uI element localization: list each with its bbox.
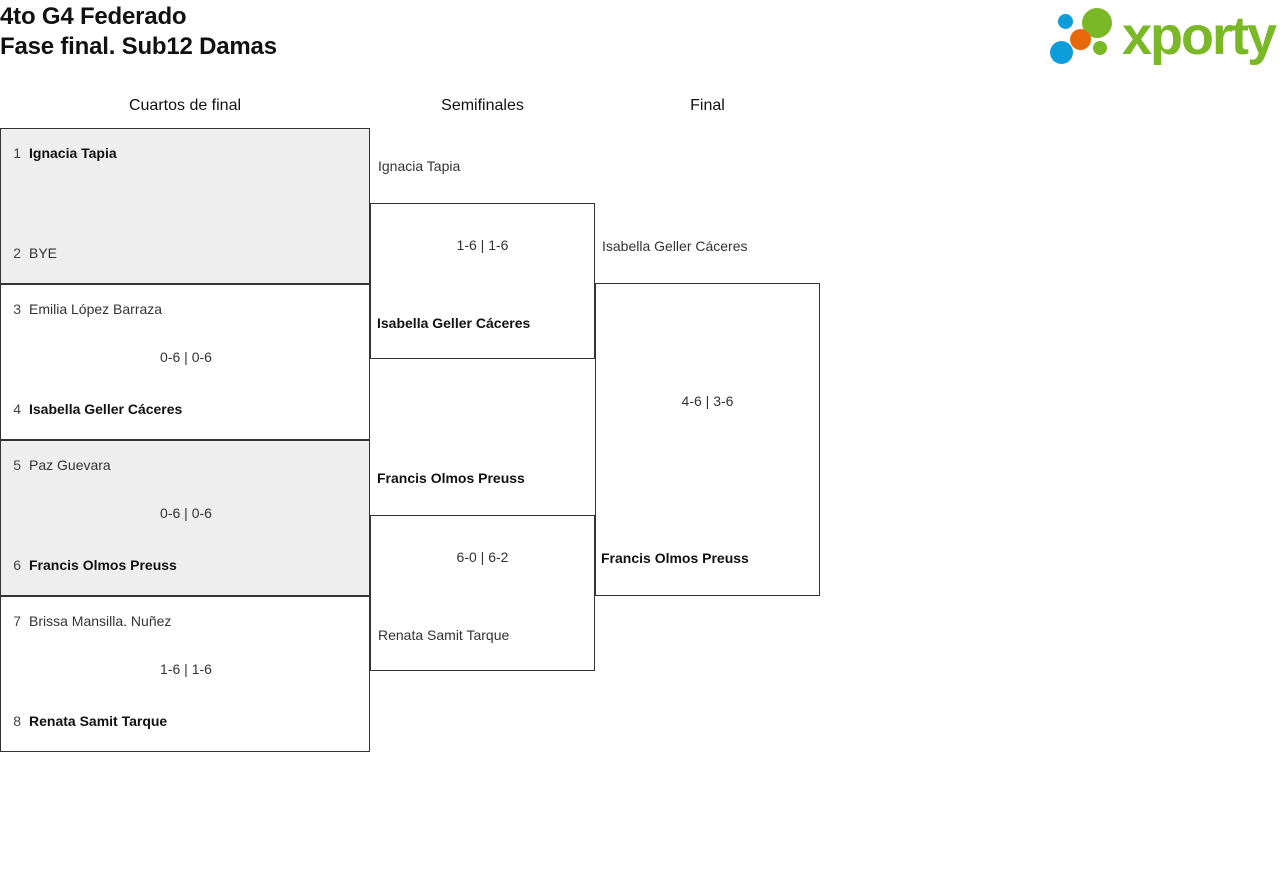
player-seed: 6: [13, 557, 21, 573]
match-player-top: Isabella Geller Cáceres: [602, 238, 748, 254]
xporty-logo[interactable]: xporty: [1050, 4, 1278, 70]
match-player-top: 1 Ignacia Tapia: [1, 143, 371, 163]
match-player-bottom: 2 BYE: [1, 243, 371, 263]
round-header-quarterfinals: Cuartos de final: [128, 97, 242, 114]
match-player-top: Francis Olmos Preuss: [377, 470, 525, 486]
round-header-semifinals: Semifinales: [441, 97, 524, 114]
match-final[interactable]: Isabella Geller Cáceres 4-6 | 3-6 Franci…: [595, 238, 820, 596]
logo-dots-icon: [1050, 8, 1128, 68]
logo-wordmark: xporty: [1122, 6, 1277, 66]
match-score: 4-6 | 3-6: [681, 393, 734, 409]
match-score: 0-6 | 0-6: [160, 505, 212, 521]
match-score: 1-6 | 1-6: [160, 661, 212, 677]
match-semifinal-1[interactable]: Ignacia Tapia 1-6 | 1-6 Isabella Geller …: [370, 158, 595, 359]
match-player-top: 5 Paz Guevara: [1, 455, 371, 475]
player-seed: 8: [13, 713, 21, 729]
match-player-top: 7 Brissa Mansilla. Nuñez: [1, 611, 371, 631]
player-seed: 1: [13, 145, 21, 161]
player-name: Ignacia Tapia: [29, 145, 117, 161]
player-name: Francis Olmos Preuss: [29, 557, 177, 573]
player-seed: 2: [13, 245, 21, 261]
player-name: Renata Samit Tarque: [29, 713, 168, 729]
player-seed: 4: [13, 401, 21, 417]
player-name: Isabella Geller Cáceres: [29, 401, 183, 417]
match-player-champion: Francis Olmos Preuss: [601, 550, 749, 566]
match-player-bottom: 6 Francis Olmos Preuss: [1, 555, 371, 575]
tournament-phase: Fase final. Sub12 Damas: [0, 33, 277, 60]
match-player-bottom: 4 Isabella Geller Cáceres: [1, 399, 371, 419]
dot-blue-small: [1058, 14, 1073, 29]
match-score: 0-6 | 0-6: [160, 349, 212, 365]
page-header: 4to G4 Federado Fase final. Sub12 Damas …: [0, 0, 1280, 78]
tournament-name: 4to G4 Federado: [0, 3, 187, 30]
player-name: Brissa Mansilla. Nuñez: [29, 613, 172, 629]
round-header-final: Final: [690, 97, 725, 114]
match-player-bottom: Isabella Geller Cáceres: [377, 315, 531, 331]
match-player-top: 3 Emilia López Barraza: [1, 299, 371, 319]
match-quarterfinal-4[interactable]: 7 Brissa Mansilla. Nuñez 1-6 | 1-6 8 Renat…: [0, 596, 370, 752]
player-name: Paz Guevara: [29, 457, 111, 473]
match-quarterfinal-1[interactable]: 1 Ignacia Tapia 2 BYE: [0, 128, 370, 284]
match-quarterfinal-2[interactable]: 3 Emilia López Barraza 0-6 | 0-6 4 Isabell…: [0, 284, 370, 440]
match-semifinal-2[interactable]: Francis Olmos Preuss 6-0 | 6-2 Renata Sa…: [370, 470, 595, 671]
dot-green-small: [1093, 41, 1107, 55]
match-player-bottom: 8 Renata Samit Tarque: [1, 711, 371, 731]
match-player-top: Ignacia Tapia: [378, 158, 461, 174]
match-score: 6-0 | 6-2: [456, 549, 509, 565]
player-name: Emilia López Barraza: [29, 301, 163, 317]
player-seed: 7: [13, 613, 21, 629]
page-title: 4to G4 Federado Fase final. Sub12 Damas: [0, 2, 277, 62]
match-score: 1-6 | 1-6: [456, 237, 509, 253]
match-quarterfinal-3[interactable]: 5 Paz Guevara 0-6 | 0-6 6 Francis Olmos Pr…: [0, 440, 370, 596]
match-player-bottom: Renata Samit Tarque: [378, 627, 510, 643]
dot-orange: [1070, 29, 1091, 50]
player-seed: 5: [13, 457, 21, 473]
player-seed: 3: [13, 301, 21, 317]
dot-blue-large: [1050, 41, 1073, 64]
player-name: BYE: [29, 245, 58, 261]
